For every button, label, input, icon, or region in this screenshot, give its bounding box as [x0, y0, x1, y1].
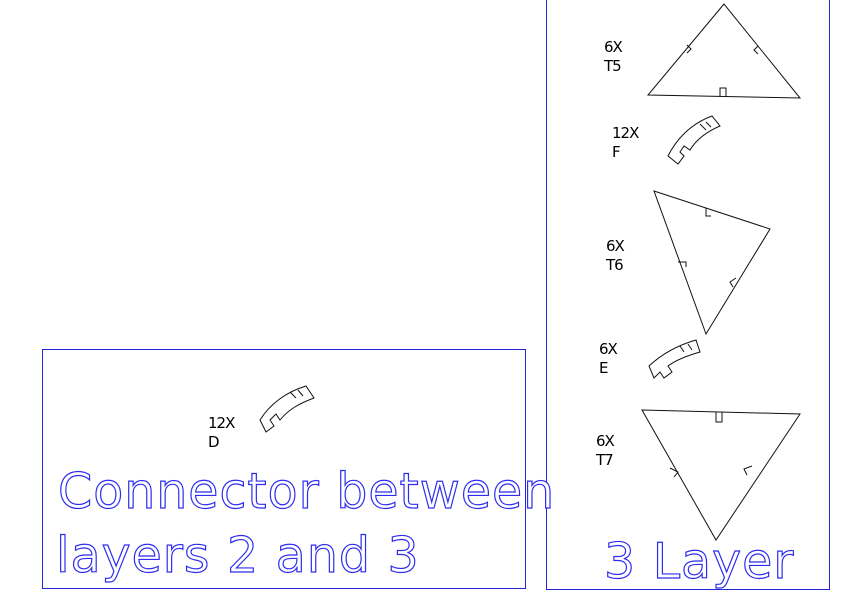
part-qty: 6X [596, 432, 615, 450]
triangle-t6-shape [653, 190, 771, 336]
part-qty: 12X [208, 414, 235, 432]
part-qty: 12X [612, 124, 639, 142]
part-label-d: 12X D [208, 414, 235, 452]
part-qty: 6X [606, 237, 625, 255]
part-qty: 6X [599, 340, 618, 358]
left-panel-title-line2: layers 2 and 3 [55, 527, 420, 584]
connector-f-shape [667, 115, 721, 165]
left-panel-title-line1: Connector between [57, 463, 556, 520]
part-label-e: 6X E [599, 340, 618, 378]
right-panel-frame [546, 0, 830, 590]
part-name: T7 [596, 451, 614, 469]
connector-d-shape [259, 385, 315, 433]
part-name: F [612, 143, 621, 161]
part-name: T5 [604, 57, 622, 75]
triangle-t5-shape [646, 3, 802, 99]
triangle-t7-shape [641, 409, 801, 541]
part-label-t6: 6X T6 [606, 237, 625, 275]
part-qty: 6X [604, 38, 623, 56]
part-name: T6 [606, 256, 624, 274]
right-panel-title: 3 Layer [603, 533, 795, 590]
left-panel-frame [42, 349, 526, 589]
part-name: D [208, 433, 220, 451]
part-label-t5: 6X T5 [604, 38, 623, 76]
part-name: E [599, 359, 608, 377]
connector-e-shape [648, 339, 701, 379]
part-label-f: 12X F [612, 124, 639, 162]
part-label-t7: 6X T7 [596, 432, 615, 470]
